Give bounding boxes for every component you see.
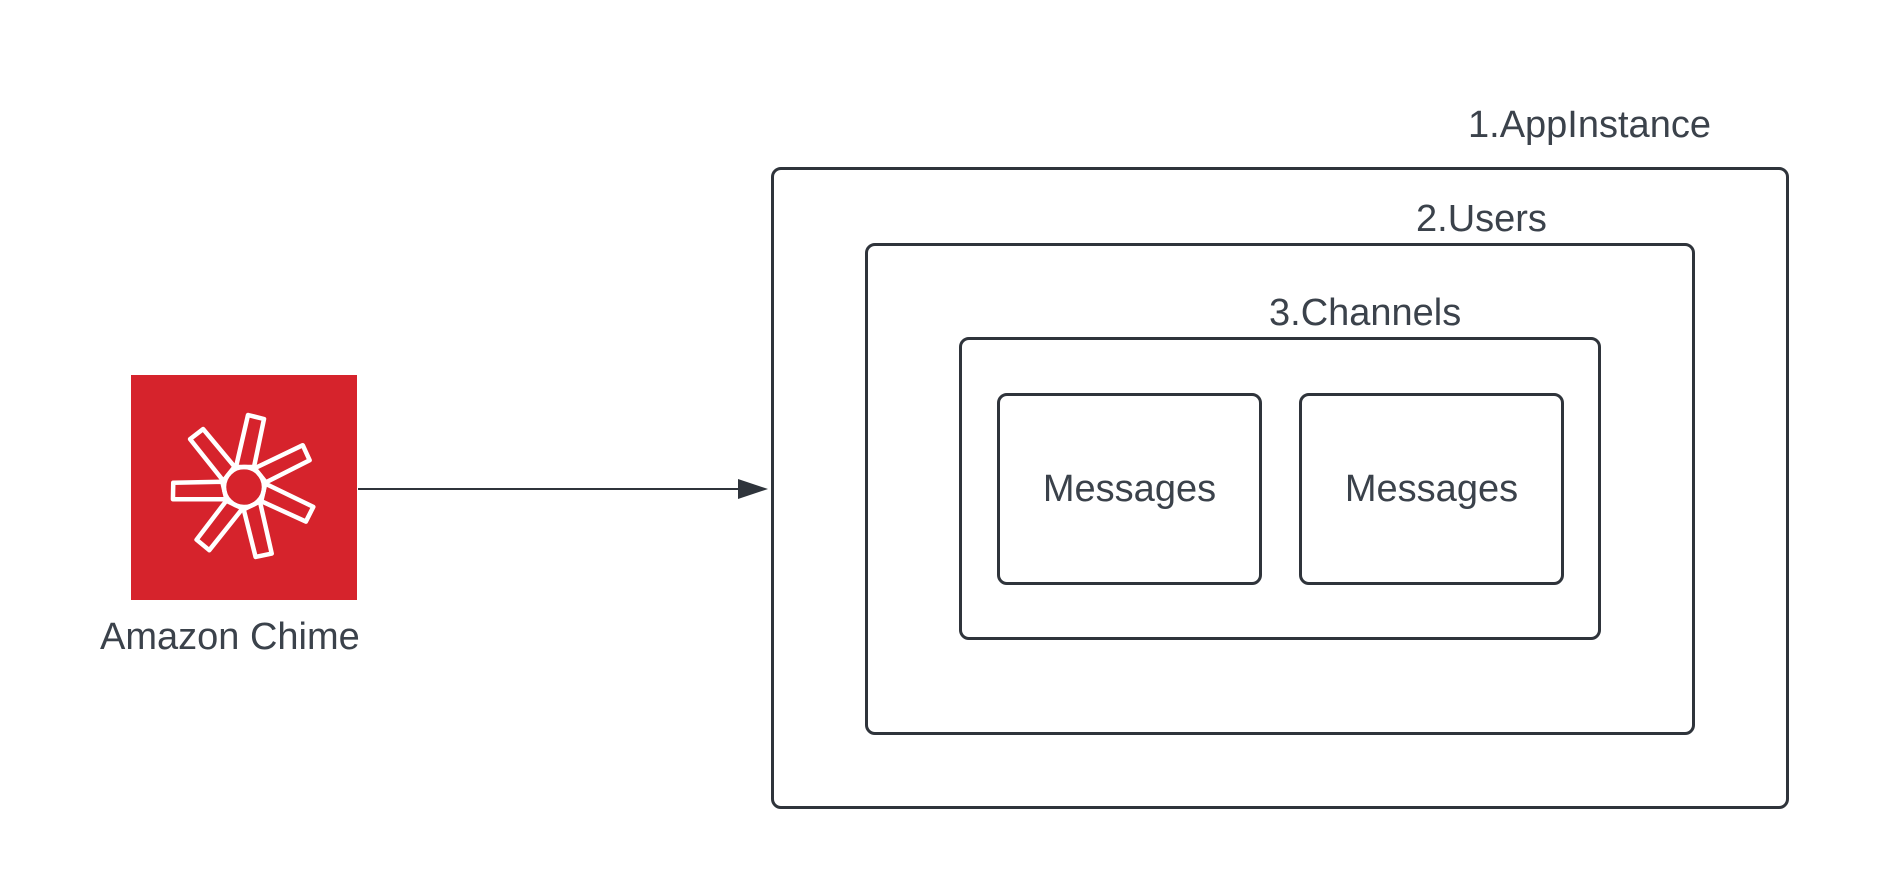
channels-container (959, 337, 1601, 640)
users-container (865, 243, 1695, 735)
amazon-chime-label: Amazon Chime (100, 616, 360, 658)
messages-box: Messages (997, 393, 1262, 585)
messages-box: Messages (1299, 393, 1564, 585)
channels-label: 3.Channels (1269, 292, 1462, 334)
app-instance-container (771, 167, 1789, 809)
amazon-chime-icon (131, 375, 357, 600)
users-label: 2.Users (1416, 198, 1547, 240)
messages-label: Messages (1042, 468, 1217, 510)
messages-label: Messages (1344, 468, 1519, 510)
app-instance-label: 1.AppInstance (1468, 104, 1711, 146)
